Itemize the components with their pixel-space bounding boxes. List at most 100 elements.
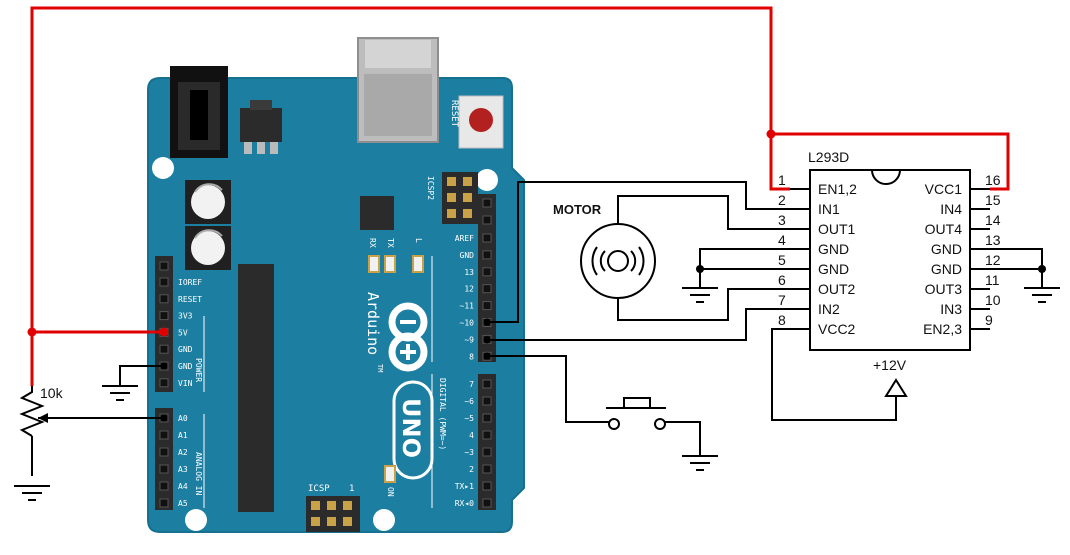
pushbutton (606, 397, 666, 430)
wire-button-ground (662, 421, 701, 456)
status-leds: RX TX L (368, 238, 424, 273)
chip-pin-name: IN1 (818, 201, 840, 217)
dc-motor: MOTOR (553, 202, 656, 299)
icsp-pin1-label: 1 (349, 484, 354, 494)
header-pin-label: ~10 (460, 319, 475, 328)
chip-pin-name: GND (818, 241, 849, 257)
wire-5v-to-vcc1 (30, 6, 790, 334)
on-label: ON (386, 487, 395, 497)
digital-header-bottom (478, 374, 496, 510)
header-pin-label: AREF (455, 234, 474, 243)
header-pin (159, 481, 169, 491)
header-pin (482, 481, 492, 491)
header-pin (482, 379, 492, 389)
header-pin (159, 378, 169, 388)
chip-pin-name: VCC2 (818, 321, 856, 337)
chip-pin-name: IN4 (940, 201, 962, 217)
header-pin-label: 2 (469, 465, 474, 474)
header-pin (159, 261, 169, 271)
capacitor (185, 180, 231, 224)
rx-label: RX (368, 238, 377, 248)
header-pin (482, 430, 492, 440)
header-pin (482, 464, 492, 474)
analog-header (155, 408, 173, 510)
chip-pin-number: 6 (778, 272, 786, 288)
header-pin (482, 284, 492, 294)
header-pin-label: GND (460, 251, 475, 260)
header-pin (159, 447, 169, 457)
junction-dot (766, 129, 776, 139)
header-pin-label: GND (178, 345, 193, 354)
junction-dot (159, 327, 169, 337)
analog-section-label: ANALOG IN (194, 452, 203, 496)
header-pin-label: ~9 (464, 335, 474, 344)
junction-dot (160, 414, 168, 422)
l293d-chip: L293D 1EN1,22IN13OUT14GND5GND6OUT27IN28V… (778, 149, 1001, 351)
wire-d9-in2 (487, 308, 790, 341)
mounting-hole (185, 509, 207, 531)
header-pin (159, 498, 169, 508)
tx-label: TX (386, 238, 395, 248)
trademark-text: TM (376, 364, 384, 372)
ground-symbol (1024, 287, 1060, 303)
header-pin (482, 413, 492, 423)
arduino-brand-text: Arduino (364, 292, 382, 355)
junction-dot (696, 265, 704, 273)
chip-pin-number: 3 (778, 212, 786, 228)
mounting-hole (476, 169, 498, 191)
potentiometer: 10k (19, 385, 64, 437)
header-labels: IOREFRESET3V35VGNDGNDVINA0A1A2A3A4A5AREF… (178, 234, 474, 508)
header-pin (482, 198, 492, 208)
header-pin (159, 294, 169, 304)
chip-pin-name: GND (818, 261, 849, 277)
header-pin-label: A3 (178, 465, 188, 474)
wire-out1-motor (617, 195, 790, 230)
header-pin (482, 301, 492, 311)
icsp-label: ICSP (308, 484, 330, 494)
chip-pin-name: IN3 (940, 301, 962, 317)
header-pin-label: GND (178, 362, 193, 371)
header-pin-label: 13 (464, 268, 474, 277)
chip-pin-number: 2 (778, 192, 786, 208)
ground-symbol (682, 455, 718, 471)
chip-pin-number: 1 (778, 172, 786, 188)
mounting-hole (373, 509, 395, 531)
junction-dot (27, 327, 37, 337)
usb-chip (360, 196, 394, 230)
header-pin (159, 311, 169, 321)
reset-label: RESET (449, 100, 459, 128)
header-pin-label: 8 (469, 352, 474, 361)
l-label: L (414, 238, 423, 243)
chip-pin-number: 11 (985, 272, 1000, 288)
header-pin-label: ~11 (460, 302, 475, 311)
chip-pin-number: 12 (985, 252, 1001, 268)
chip-pin-number: 7 (778, 292, 786, 308)
arduino-logo (388, 302, 428, 372)
header-pin (482, 233, 492, 243)
header-pin (482, 267, 492, 277)
ground-symbol (14, 485, 50, 501)
wire-d8-button (487, 355, 610, 423)
junction-dot (1038, 265, 1046, 273)
header-pin (482, 498, 492, 508)
header-pin (159, 430, 169, 440)
uno-logo: UNO (392, 380, 434, 480)
uno-text: UNO (397, 398, 425, 458)
chip-pin-name: GND (931, 241, 962, 257)
red-wires (30, 6, 1010, 386)
header-pin (482, 215, 492, 225)
header-pin-label: 3V3 (178, 312, 193, 321)
header-pin-label: VIN (178, 379, 193, 388)
chip-pin-number: 8 (778, 312, 786, 328)
header-pin-label: A5 (178, 499, 188, 508)
header-pin (482, 447, 492, 457)
junction-dot (483, 336, 491, 344)
arduino-board: RESET (147, 37, 525, 533)
chip-pin-number: 5 (778, 252, 786, 268)
supply-label: +12V (873, 357, 907, 373)
chip-pins: 1EN1,22IN13OUT14GND5GND6OUT27IN28VCC216V… (778, 172, 1001, 337)
chip-pin-name: OUT1 (818, 221, 856, 237)
chip-pin-name: VCC1 (925, 181, 963, 197)
wire-vcc2-supply (771, 328, 897, 421)
wire-gnd-right (990, 248, 1043, 288)
